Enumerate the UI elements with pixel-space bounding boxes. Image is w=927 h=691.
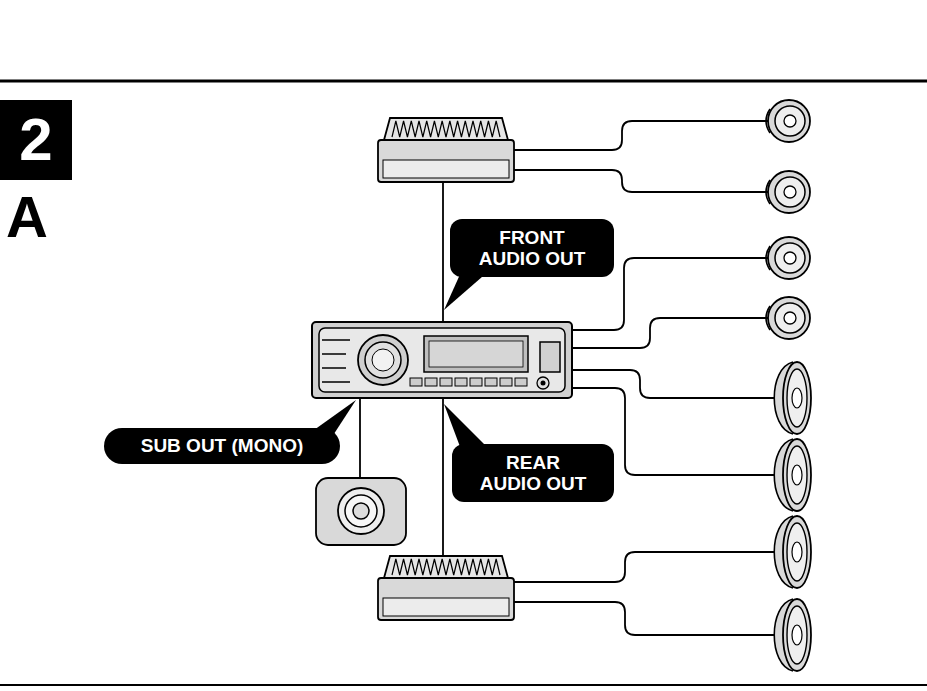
callout-label: FRONT AUDIO OUT [450,219,614,278]
label-text: FRONT AUDIO OUT [472,227,592,270]
subwoofer [316,478,406,545]
label-text: 2 [19,106,52,173]
button [515,378,527,386]
amplifier-bottom [378,556,514,620]
section-letter: A [6,188,48,246]
tweeter [766,100,810,142]
head-unit [312,322,572,398]
callout-label: REAR AUDIO OUT [452,444,614,503]
tweeter [766,171,810,213]
button [440,378,452,386]
bottom-rule [0,684,927,686]
button [485,378,497,386]
woofer [774,599,811,671]
button [455,378,467,386]
callout-label: SUB OUT (MONO) [104,428,340,463]
button [500,378,512,386]
tweeter [766,237,810,279]
label-text: SUB OUT (MONO) [141,435,304,456]
amplifier-top [378,118,514,182]
section-number: 2 [0,100,72,180]
button [470,378,482,386]
woofer [774,439,811,511]
button [410,378,422,386]
top-rule [0,80,927,83]
label-text: REAR AUDIO OUT [474,452,592,495]
button [425,378,437,386]
tweeter [766,297,810,339]
woofer [774,516,811,588]
woofer [774,362,811,434]
